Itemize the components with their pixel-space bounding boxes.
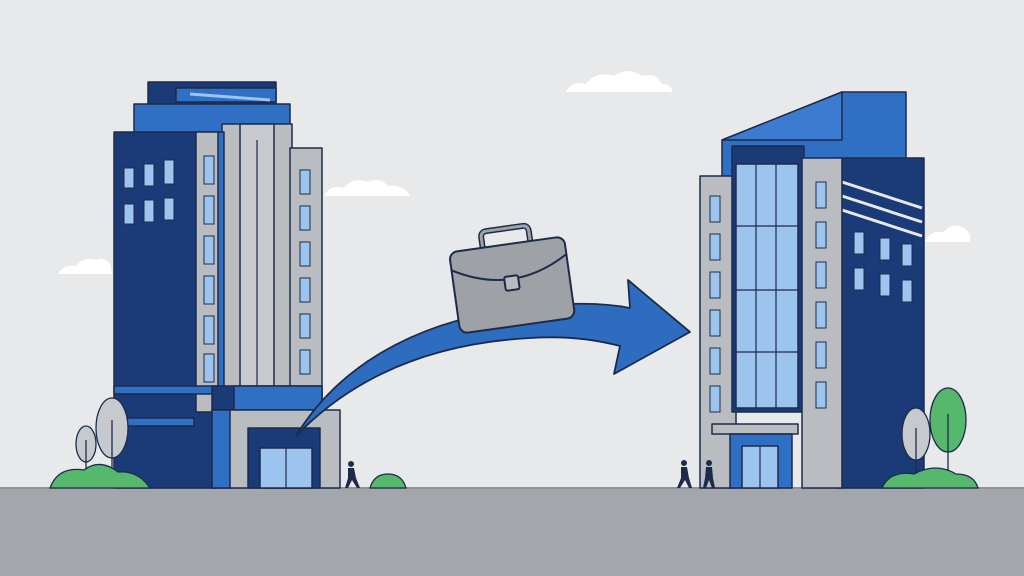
left-building-windows	[123, 155, 311, 383]
right-building-windows	[709, 181, 913, 413]
right-trees	[880, 387, 979, 489]
person	[703, 460, 715, 488]
center-bush	[369, 473, 407, 489]
left-trees	[49, 397, 152, 489]
person	[677, 460, 692, 488]
cloud	[566, 71, 672, 92]
cloud	[58, 258, 112, 274]
left-building	[113, 81, 341, 489]
right-building	[699, 91, 925, 489]
briefcase-icon	[449, 222, 576, 334]
curved-arrow	[295, 279, 691, 437]
person	[345, 461, 360, 488]
cloud	[324, 179, 410, 196]
ground	[0, 488, 1024, 576]
cloud	[924, 225, 971, 242]
